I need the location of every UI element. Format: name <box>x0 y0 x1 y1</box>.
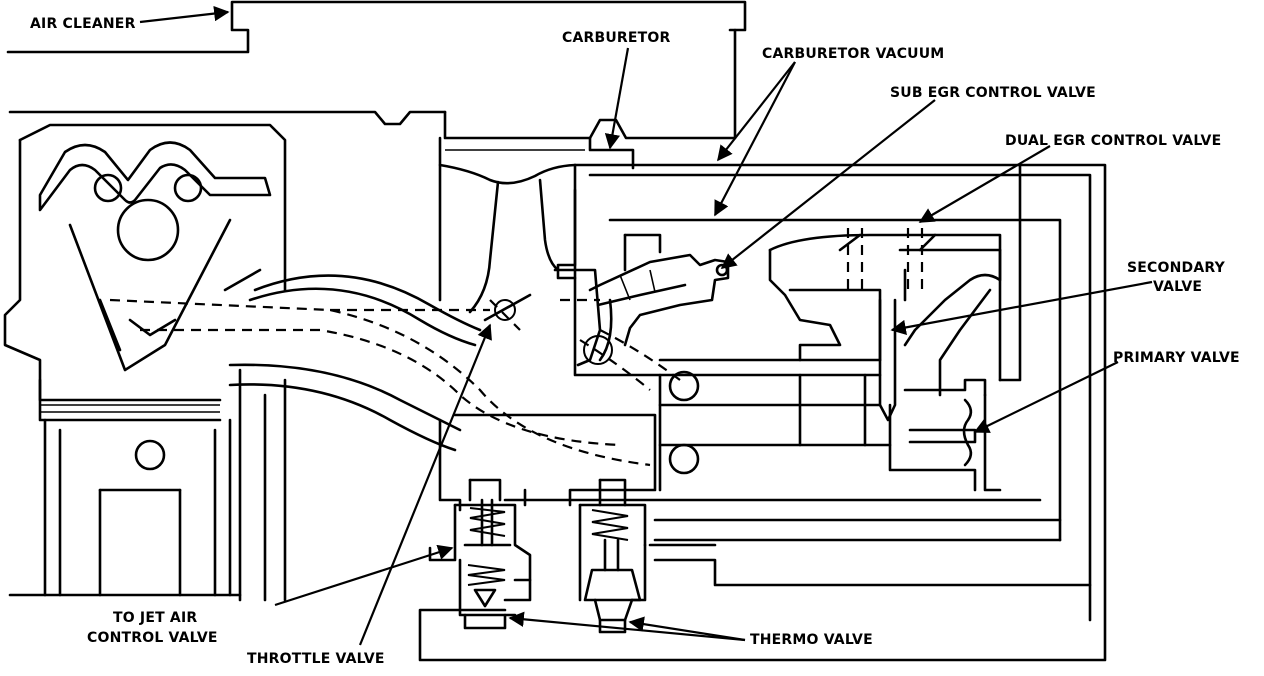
carburetor-body <box>438 136 635 314</box>
thermo-valve-assembly <box>578 478 647 634</box>
label-sub-egr-control-valve: SUB EGR CONTROL VALVE <box>890 85 1096 101</box>
label-primary-valve: PRIMARY VALVE <box>1113 350 1240 366</box>
sub-egr-control-valve <box>553 253 730 367</box>
throttle-valve-assembly <box>428 478 532 630</box>
label-dual-egr-control-valve: DUAL EGR CONTROL VALVE <box>1005 133 1221 149</box>
label-carburetor: CARBURETOR <box>562 30 671 46</box>
label-throttle-valve: THROTTLE VALVE <box>247 651 385 667</box>
egr-valve-body <box>418 163 1107 662</box>
label-air-cleaner: AIR CLEANER <box>30 16 136 32</box>
label-secondary-valve-line1: SECONDARY <box>1127 260 1226 276</box>
intake-manifold <box>109 274 681 602</box>
cylinder-head <box>3 123 287 597</box>
label-to-jet-air-line1: TO JET AIR <box>113 610 197 626</box>
label-carburetor-vacuum: CARBURETOR VACUUM <box>762 46 944 62</box>
leader-lines <box>139 5 1153 646</box>
label-to-jet-air-line2: CONTROL VALVE <box>87 630 218 646</box>
air-cleaner-housing <box>6 0 747 140</box>
label-secondary-valve-line2: VALVE <box>1153 279 1202 295</box>
throttle-plate <box>483 293 532 331</box>
labels: AIR CLEANER CARBURETOR CARBURETOR VACUUM… <box>30 16 1240 667</box>
label-thermo-valve: THERMO VALVE <box>750 632 873 648</box>
